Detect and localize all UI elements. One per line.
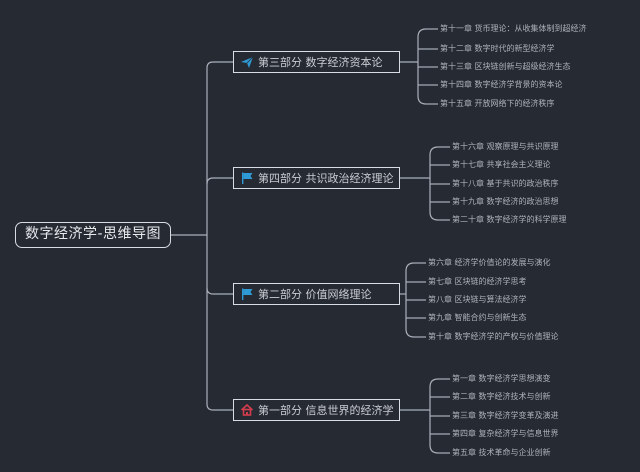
- chapter-item[interactable]: 第七章 区块链的经济学思考: [428, 277, 527, 286]
- branch-title: 第一部分 信息世界的经济学: [258, 403, 394, 417]
- branch-title: 第四部分 共识政治经济理论: [258, 171, 394, 185]
- chapter-item[interactable]: 第十章 数字经济学的产权与价值理论: [428, 332, 559, 341]
- branch-node-part4[interactable]: 第四部分 共识政治经济理论: [233, 167, 400, 189]
- root-node[interactable]: 数字经济学-思维导图: [15, 222, 171, 248]
- paper-plane-icon: [240, 55, 254, 69]
- chapter-item[interactable]: 第十六章 观察原理与共识原理: [452, 142, 559, 151]
- branch-title: 第三部分 数字经济资本论: [258, 55, 383, 69]
- chapter-item[interactable]: 第三章 数字经济学变革及演进: [452, 411, 559, 420]
- branch-node-part1[interactable]: 第一部分 信息世界的经济学: [233, 399, 400, 421]
- chapter-item[interactable]: 第十五章 开放网络下的经济秩序: [440, 99, 555, 108]
- chapter-item[interactable]: 第十一章 货币理论：从收集体制到超经济: [440, 24, 587, 33]
- chapter-item[interactable]: 第一章 数字经济学思想演变: [452, 374, 551, 383]
- chapter-item[interactable]: 第十九章 数字经济的政治思想: [452, 197, 559, 206]
- chapter-item[interactable]: 第八章 区块链与算法经济学: [428, 295, 527, 304]
- root-title: 数字经济学-思维导图: [24, 226, 162, 242]
- chapter-item[interactable]: 第五章 技术革命与企业创新: [452, 448, 551, 457]
- chapter-item[interactable]: 第十四章 数字经济学背景的资本论: [440, 80, 563, 89]
- chapter-item[interactable]: 第十三章 区块链创新与超级经济生态: [440, 62, 571, 71]
- branch-node-part2[interactable]: 第二部分 价值网络理论: [233, 283, 400, 305]
- chapter-item[interactable]: 第六章 经济学价值论的发展与演化: [428, 258, 551, 267]
- chapter-item[interactable]: 第二十章 数字经济学的科学原理: [452, 215, 567, 224]
- chapter-item[interactable]: 第十二章 数字时代的新型经济学: [440, 44, 555, 53]
- branch-title: 第二部分 价值网络理论: [258, 287, 372, 301]
- chapter-item[interactable]: 第十七章 共享社会主义理论: [452, 160, 551, 169]
- flag-icon: [240, 287, 254, 301]
- chapter-item[interactable]: 第二章 数字经济技术与创新: [452, 392, 551, 401]
- chapter-item[interactable]: 第十八章 基于共识的政治秩序: [452, 179, 559, 188]
- home-icon: [240, 403, 254, 417]
- chapter-item[interactable]: 第九章 智能合约与创新生态: [428, 313, 527, 322]
- branch-node-part3[interactable]: 第三部分 数字经济资本论: [233, 51, 400, 73]
- chapter-item[interactable]: 第四章 复杂经济学与信息世界: [452, 429, 559, 438]
- flag-icon: [240, 171, 254, 185]
